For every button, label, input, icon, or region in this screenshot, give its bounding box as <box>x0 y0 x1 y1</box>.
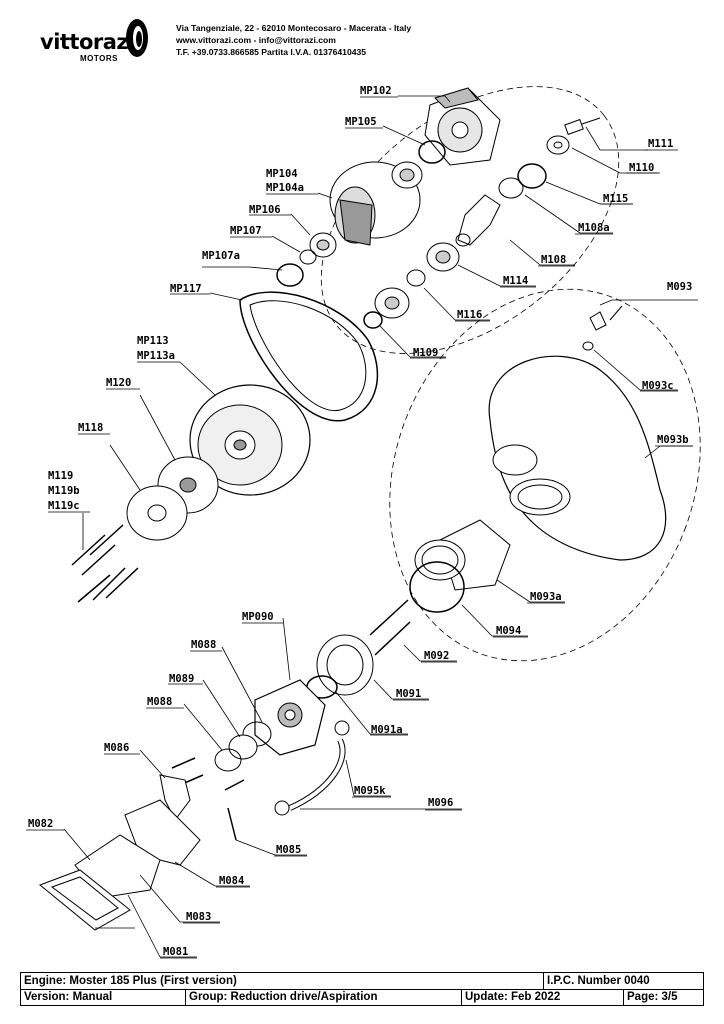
label-m084: M084 <box>219 875 244 887</box>
ipc-number-field: I.P.C. Number 0040 <box>543 973 703 989</box>
label-m095k: M095k <box>354 785 386 797</box>
airbox-part <box>488 355 667 561</box>
label-m094: M094 <box>496 625 521 637</box>
title-block-row: Engine: Moster 185 Plus (First version) … <box>21 973 703 990</box>
label-mp104: MP104 <box>266 168 298 180</box>
label-m082: M082 <box>28 818 53 830</box>
washer-part <box>546 135 570 155</box>
label-m081: M081 <box>163 946 188 958</box>
clutch-part <box>424 87 501 166</box>
label-m093: M093 <box>667 281 692 293</box>
label-m086: M086 <box>104 742 129 754</box>
label-m108: M108 <box>541 254 566 266</box>
label-m089: M089 <box>169 673 194 685</box>
label-m116: M116 <box>457 309 482 321</box>
group-ellipse-m093 <box>389 288 701 662</box>
pulley-part <box>189 384 311 496</box>
shaft-part <box>455 194 501 247</box>
phone-vat-line: T.F. +39.0733.866585 Partita I.V.A. 0137… <box>176 47 367 57</box>
spacer-part <box>299 249 317 265</box>
update-field: Update: Feb 2022 <box>461 989 623 1005</box>
label-mp106: MP106 <box>249 204 281 216</box>
group-field: Group: Reduction drive/Aspiration <box>185 989 461 1005</box>
clamp-part <box>409 561 465 613</box>
brand-subtitle: MOTORS <box>80 54 118 63</box>
label-m119b: M119b <box>48 485 80 497</box>
bolt-set-part <box>71 524 139 603</box>
label-m114: M114 <box>503 275 528 287</box>
label-m083: M083 <box>186 911 211 923</box>
carburettor-part <box>254 679 326 756</box>
intake-duct-part <box>414 519 511 591</box>
label-m093c: M093c <box>642 380 674 392</box>
label-m108a: M108a <box>578 222 610 234</box>
screw-part <box>227 807 237 841</box>
engine-field: Engine: Moster 185 Plus (First version) <box>24 975 237 987</box>
bracket-part <box>582 305 623 351</box>
circlip-part <box>418 140 446 164</box>
plate-part <box>126 485 188 541</box>
label-m110: M110 <box>629 162 654 174</box>
label-m115: M115 <box>603 193 628 205</box>
base-plate-part <box>39 869 131 931</box>
title-block-row: Version: Manual Group: Reduction drive/A… <box>21 989 703 1005</box>
label-mp107a: MP107a <box>202 250 240 262</box>
clutch-bell-part <box>329 161 421 246</box>
label-mp102: MP102 <box>360 85 392 97</box>
bolt-part <box>564 117 601 136</box>
ring-part <box>276 263 304 287</box>
spacer-part <box>406 269 426 287</box>
bracket-part <box>159 774 191 821</box>
label-m085: M085 <box>276 844 301 856</box>
label-m118: M118 <box>78 422 103 434</box>
label-m096: M096 <box>428 797 453 809</box>
label-mp090: MP090 <box>242 611 274 623</box>
hose-part <box>274 720 350 816</box>
label-mp105: MP105 <box>345 116 377 128</box>
belt-part <box>239 291 379 422</box>
label-m109: M109 <box>413 347 438 359</box>
label-mp113a: MP113a <box>137 350 175 362</box>
ring-part <box>363 311 383 329</box>
label-m119c: M119c <box>48 500 80 512</box>
bolt-set-part <box>369 599 411 656</box>
company-address: Via Tangenziale, 22 - 62010 Montecosaro … <box>176 22 411 58</box>
circlip-part <box>517 163 547 189</box>
brand-name: vittorazi <box>40 30 135 54</box>
label-m093b: M093b <box>657 434 689 446</box>
website-line: www.vittorazi.com - info@vittorazi.com <box>176 35 336 45</box>
spacer-block-part <box>316 634 374 696</box>
label-m091: M091 <box>396 688 421 700</box>
vittorazi-logo: vittorazi MOTORS <box>40 19 180 70</box>
address-line: Via Tangenziale, 22 - 62010 Montecosaro … <box>176 23 412 33</box>
label-m088-top: M088 <box>191 639 216 651</box>
label-m088-bottom: M088 <box>147 696 172 708</box>
logo-emblem-icon <box>126 19 148 57</box>
label-mp104a: MP104a <box>266 182 304 194</box>
label-m120: M120 <box>106 377 131 389</box>
title-block: Engine: Moster 185 Plus (First version) … <box>20 972 704 1006</box>
ring-part <box>498 177 524 199</box>
version-field: Version: Manual <box>24 991 113 1003</box>
label-m111: M111 <box>648 138 673 150</box>
insulator-part <box>228 734 258 760</box>
label-m091a: M091a <box>371 724 403 736</box>
label-mp117: MP117 <box>170 283 202 295</box>
group-ellipse-m108 <box>320 86 620 354</box>
page-field: Page: 3/5 <box>623 989 703 1005</box>
label-m119: M119 <box>48 470 73 482</box>
label-mp107: MP107 <box>230 225 262 237</box>
label-m093a: M093a <box>530 591 562 603</box>
label-mp113: MP113 <box>137 335 169 347</box>
gasket-part <box>214 748 242 772</box>
label-m092: M092 <box>424 650 449 662</box>
